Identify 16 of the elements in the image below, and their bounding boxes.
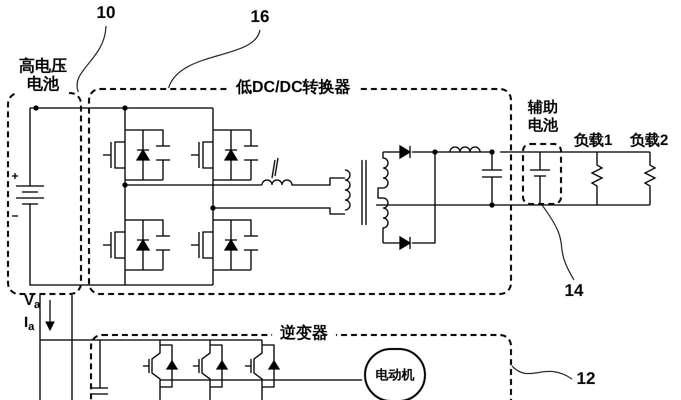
- leader-line: [168, 30, 260, 88]
- signal-label: I$_{a}$: [24, 314, 34, 332]
- callout-number: 12: [572, 368, 600, 390]
- signal-label: V$_{a}$: [24, 292, 40, 310]
- boundary-title: 低DC/DC转换器: [228, 78, 359, 98]
- boundary-title: 辅助电池: [526, 99, 560, 135]
- motor-label: 电动机: [376, 366, 414, 384]
- load-label: 负载2: [630, 132, 668, 150]
- leader-line: [542, 204, 574, 280]
- boundary-title: 高电压电池: [17, 58, 69, 94]
- callout-number: 10: [92, 2, 120, 26]
- callout-number: 14: [560, 280, 588, 304]
- leader-line: [76, 26, 106, 92]
- load-label: 负载1: [574, 132, 612, 150]
- callout-number: 16: [246, 6, 274, 30]
- leader-line: [512, 366, 572, 380]
